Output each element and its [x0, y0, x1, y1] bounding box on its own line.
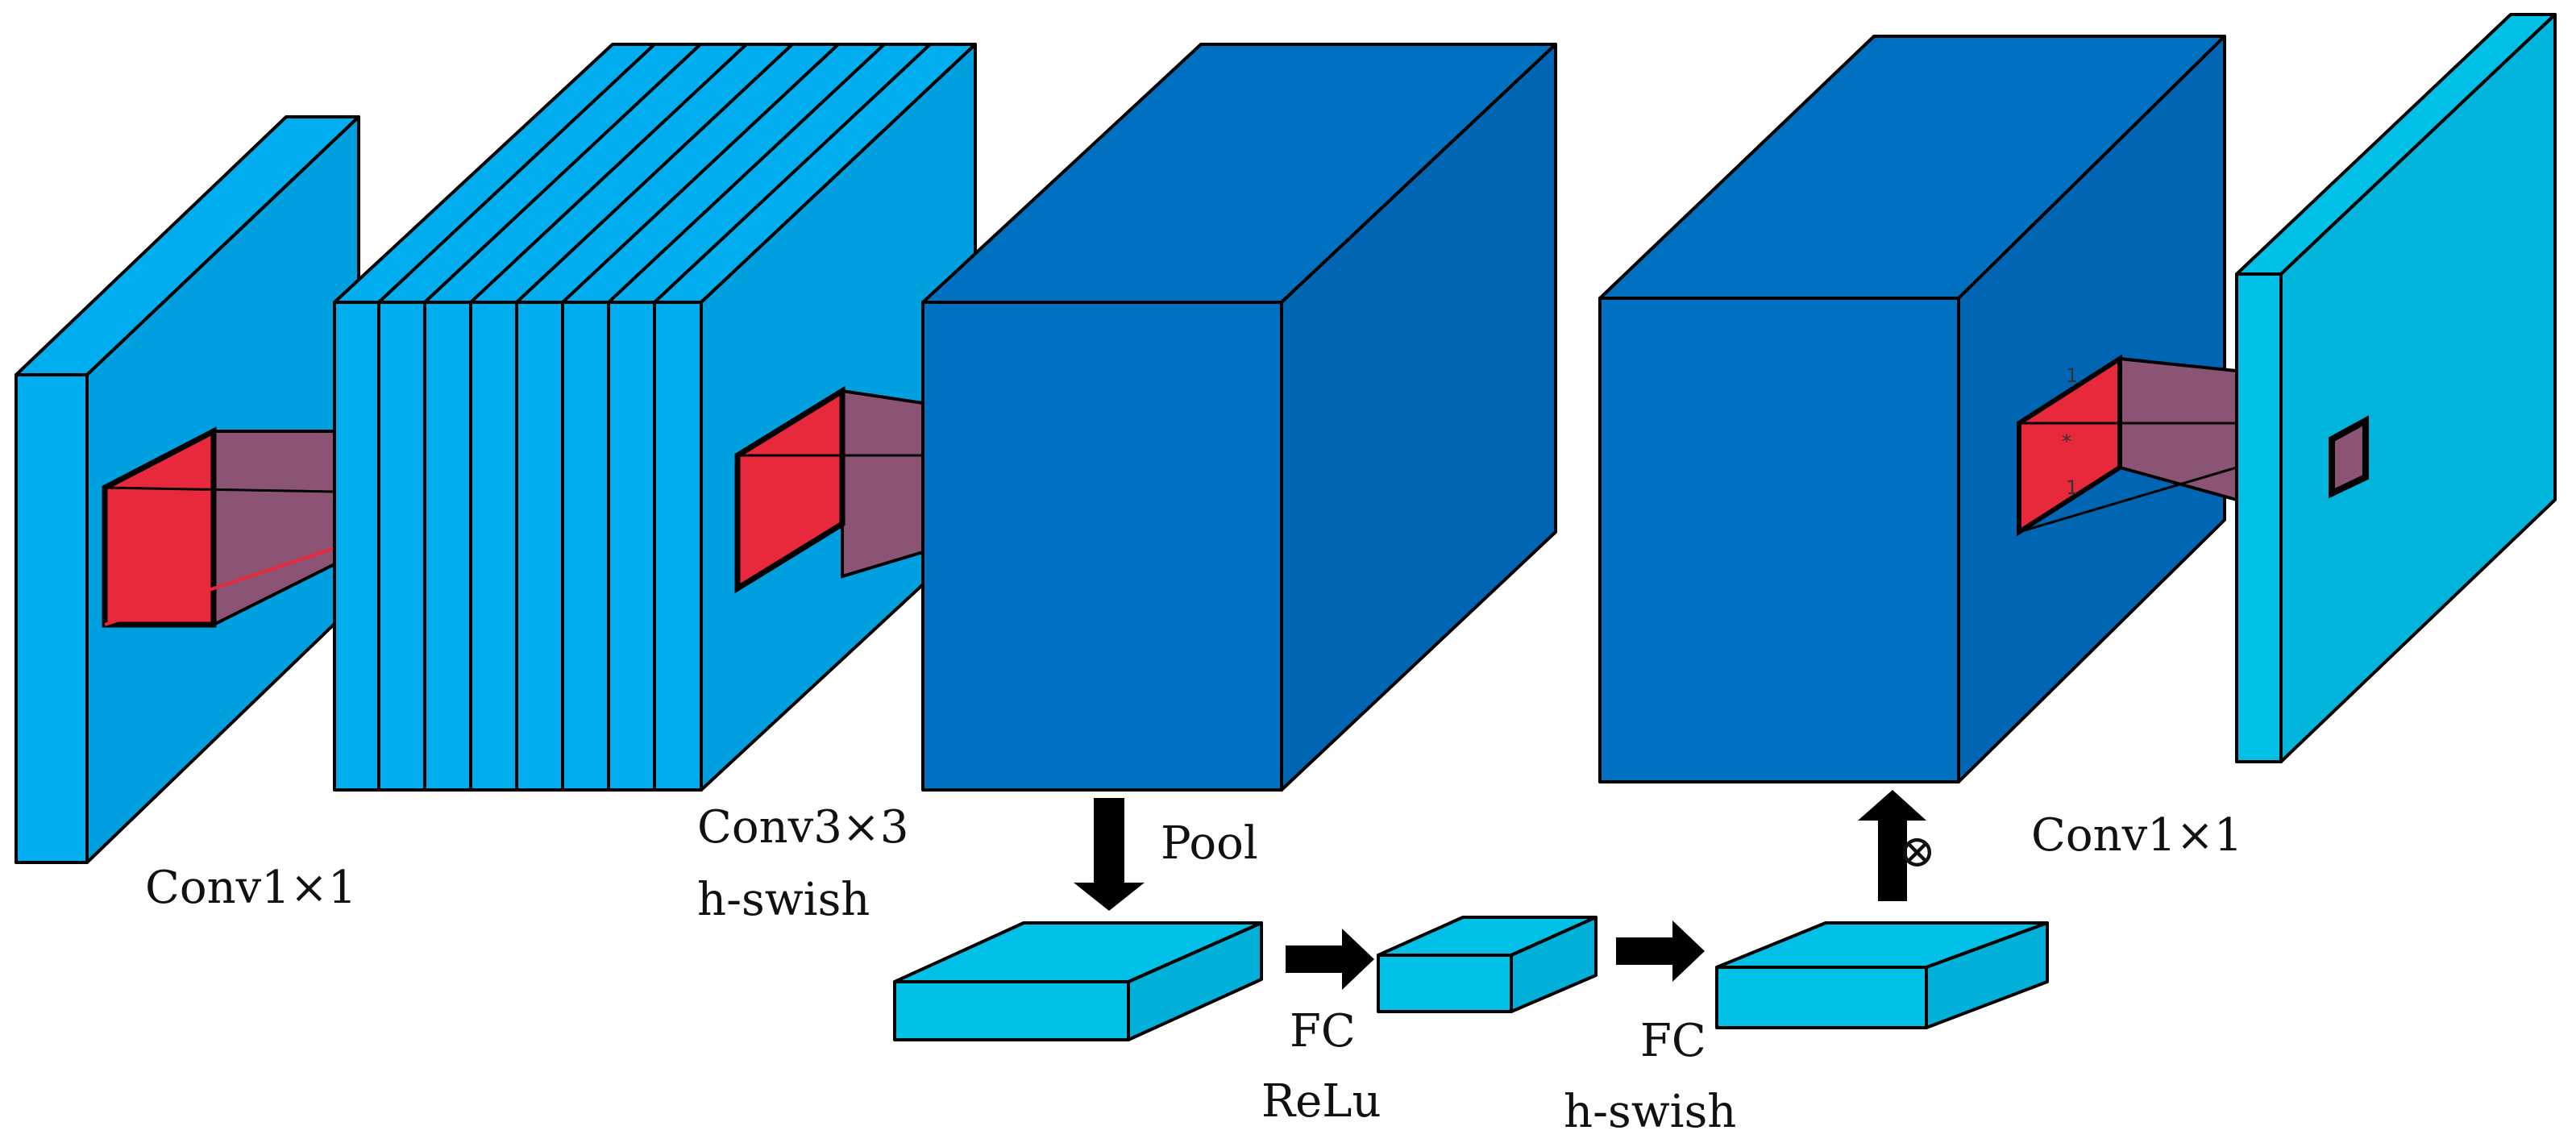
multiply-symbol: ⊗	[1898, 825, 1936, 878]
conv3x3-kernel-frustum	[734, 385, 924, 594]
relu-label: ReLu	[1261, 1075, 1381, 1128]
hswish-label-2: h-swish	[1564, 1086, 1736, 1138]
fc-hswish-right-arrow	[1616, 921, 1705, 982]
fc-label-2: FC	[1640, 1015, 1706, 1067]
kernel-size-bottom: 1	[2066, 476, 2078, 499]
kernel-star: *	[2062, 430, 2071, 453]
scale-up-arrow	[1858, 790, 1926, 901]
output-feature-map	[2235, 13, 2557, 763]
pool-down-arrow	[1074, 798, 1145, 911]
conv1x1-kernel-frustum	[102, 426, 336, 628]
conv1x1-right-label: Conv1×1	[2031, 809, 2242, 862]
conv3x3-label: Conv3×3	[697, 801, 908, 854]
fc-relu-right-arrow	[1286, 929, 1374, 990]
fc-hswish-vector-box	[1715, 921, 2049, 1029]
conv1x1-out-kernel-frustum: 1 * 1	[2017, 354, 2238, 537]
pooled-vector-box	[893, 921, 1263, 1041]
hswish-label-1: h-swish	[697, 874, 870, 926]
conv1x1-left-label: Conv1×1	[145, 862, 356, 914]
fc-relu-vector-box	[1377, 916, 1598, 1013]
fc-label-1: FC	[1290, 1005, 1356, 1058]
kernel-size-top: 1	[2066, 364, 2078, 387]
feature-cube-1	[921, 43, 1557, 792]
pool-label: Pool	[1161, 817, 1258, 870]
